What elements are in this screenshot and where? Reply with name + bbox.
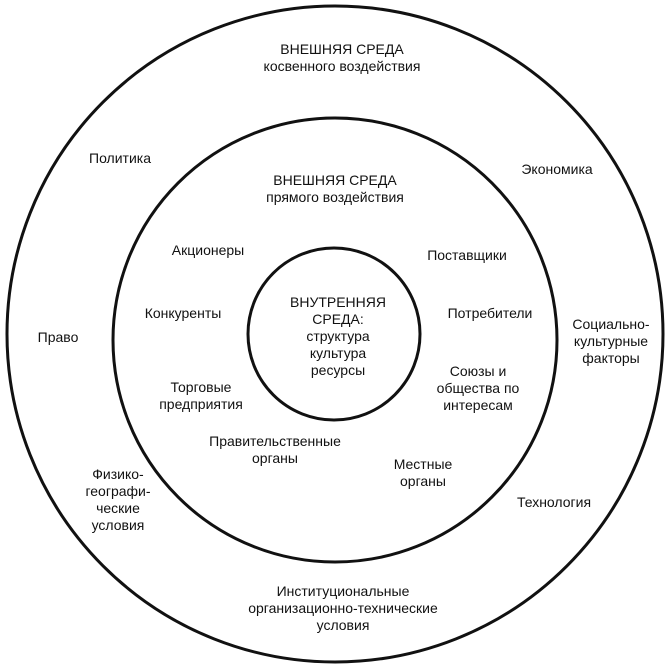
factor-unions-line: общества по <box>436 380 520 396</box>
factor-geography-line: ческие <box>96 500 140 516</box>
factor-trade: Торговые предприятия <box>159 379 243 413</box>
factor-institutional-line: условия <box>316 617 370 633</box>
factor-government: Правительственные органы <box>209 433 341 467</box>
factor-competitors: Конкуренты <box>145 305 222 322</box>
middle-subtitle: прямого воздействия <box>266 189 404 205</box>
factor-geography-line: Физико- <box>92 466 144 482</box>
outer-subtitle: косвенного воздействия <box>263 58 421 74</box>
factor-politics: Политика <box>89 150 151 167</box>
factor-unions: Союзы и общества по интересам <box>437 363 520 414</box>
factor-institutional: Институциональные организационно-техниче… <box>248 583 438 634</box>
inner-environment: ВНУТРЕННЯЯ СРЕДА: структура культура рес… <box>290 294 386 379</box>
factor-trade-line: Торговые <box>170 379 232 395</box>
factor-institutional-line: Институциональные <box>276 583 410 599</box>
factor-economy: Экономика <box>521 161 592 178</box>
factor-government-line: Правительственные <box>209 433 341 449</box>
factor-politics-label: Политика <box>89 150 151 166</box>
inner-title-line1: ВНУТРЕННЯЯ <box>289 294 387 310</box>
factor-social-line: культурные <box>573 333 649 349</box>
inner-item-structure: структура <box>306 328 370 344</box>
factor-institutional-line: организационно-технические <box>248 600 438 616</box>
factor-local-line: Местные <box>393 456 453 472</box>
middle-ring <box>111 116 559 564</box>
inner-ring <box>246 246 422 422</box>
factor-government-line: органы <box>252 450 298 466</box>
factor-unions-line: Союзы и <box>449 363 507 379</box>
factor-economy-label: Экономика <box>521 161 593 177</box>
factor-local: Местные органы <box>394 456 453 490</box>
factor-consumers: Потребители <box>448 305 533 322</box>
factor-shareholders: Акционеры <box>172 242 244 259</box>
inner-item-culture: культура <box>309 345 367 361</box>
factor-geography: Физико- географи- ческие условия <box>85 466 150 534</box>
outer-heading: ВНЕШНЯЯ СРЕДА косвенного воздействия <box>264 41 421 75</box>
factor-competitors-label: Конкуренты <box>144 305 222 321</box>
factor-technology-label: Технология <box>516 494 592 510</box>
inner-title-line2: СРЕДА: <box>312 311 364 327</box>
factor-suppliers: Поставщики <box>427 247 507 264</box>
middle-title: ВНЕШНЯЯ СРЕДА <box>273 172 397 188</box>
factor-geography-line: условия <box>91 517 145 533</box>
inner-item-resources: ресурсы <box>310 362 366 378</box>
factor-local-line: органы <box>400 473 446 489</box>
outer-title: ВНЕШНЯЯ СРЕДА <box>280 41 404 57</box>
factor-law: Право <box>38 329 79 346</box>
factor-law-label: Право <box>37 329 79 345</box>
factor-technology: Технология <box>517 494 591 511</box>
outer-ring <box>5 4 665 664</box>
factor-consumers-label: Потребители <box>447 305 533 321</box>
factor-geography-line: географи- <box>85 483 151 499</box>
factor-unions-line: интересам <box>443 397 513 413</box>
factor-shareholders-label: Акционеры <box>171 242 245 258</box>
factor-social: Социально- культурные факторы <box>572 316 649 367</box>
factor-social-line: Социально- <box>572 316 650 332</box>
middle-heading: ВНЕШНЯЯ СРЕДА прямого воздействия <box>266 172 404 206</box>
factor-suppliers-label: Поставщики <box>427 247 507 263</box>
factor-social-line: факторы <box>582 350 640 366</box>
factor-trade-line: предприятия <box>159 396 243 412</box>
